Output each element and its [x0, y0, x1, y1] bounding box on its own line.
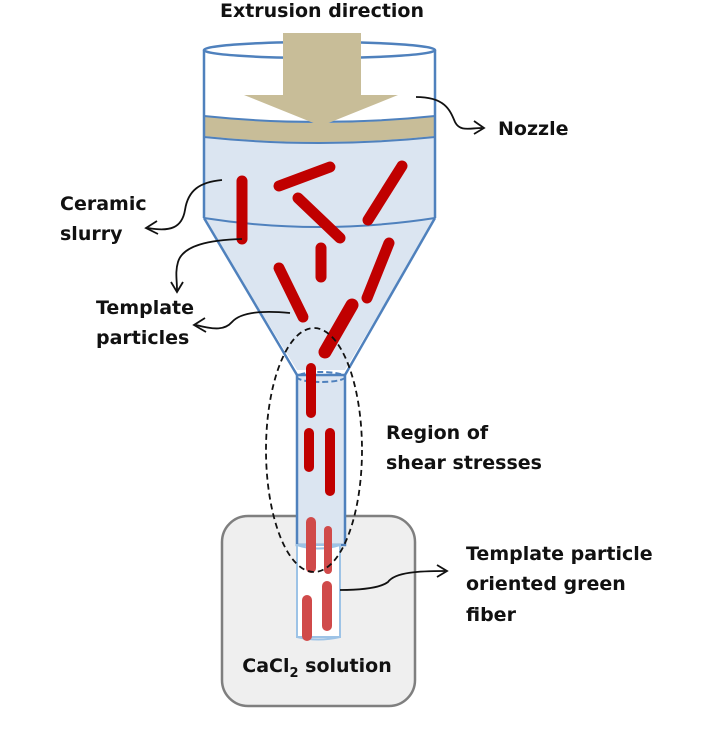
label-template-particles-1: Template — [96, 297, 194, 319]
particle — [361, 237, 395, 304]
solution-suffix: solution — [299, 655, 392, 677]
template-particles — [236, 160, 408, 641]
label-cacl2-solution: CaCl2 solution — [242, 655, 391, 681]
label-ceramic-slurry-2: slurry — [60, 223, 123, 245]
extrusion-arrow — [244, 33, 398, 126]
shear-region-outline — [265, 327, 363, 573]
label-shear-1: Region of — [386, 422, 489, 444]
particle — [273, 161, 336, 192]
particle — [362, 160, 408, 226]
label-fiber-3: fiber — [466, 604, 517, 626]
label-template-particles-2: particles — [96, 327, 189, 349]
fiber-callout-arrow — [339, 570, 446, 591]
nozzle-callout-arrow — [415, 96, 483, 130]
particle — [318, 298, 359, 359]
particle — [273, 262, 309, 323]
solution-subscript: 2 — [289, 666, 298, 681]
label-fiber-2: oriented green — [466, 573, 626, 595]
title-extrusion-direction: Extrusion direction — [220, 0, 424, 22]
label-fiber-1: Template particle — [466, 543, 653, 565]
particle — [292, 192, 346, 244]
slurry-callout-arrow — [147, 179, 223, 231]
particles-callout-arrow-2 — [195, 310, 291, 330]
callout-arrows — [144, 96, 486, 591]
label-shear-2: shear stresses — [386, 452, 542, 474]
piston-band — [204, 116, 435, 142]
label-nozzle: Nozzle — [498, 118, 568, 140]
solution-base: CaCl — [242, 655, 289, 677]
particles-callout-arrow-1 — [175, 238, 243, 291]
label-ceramic-slurry-1: Ceramic — [60, 193, 147, 215]
